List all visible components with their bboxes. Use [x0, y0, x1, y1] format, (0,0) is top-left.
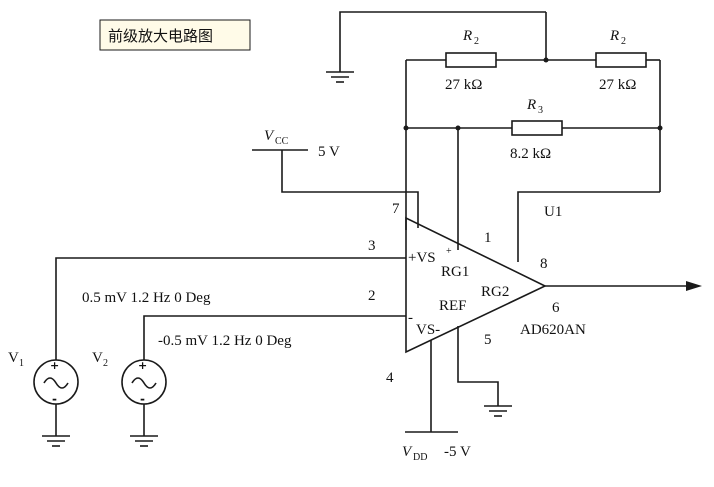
resistor-r3 — [511, 120, 563, 136]
v2-source: + - — [121, 359, 167, 406]
pin-label-rg1: RG1 — [441, 264, 469, 280]
pin-label-rg2: RG2 — [481, 284, 509, 300]
diagram-title: 前级放大电路图 — [108, 27, 213, 45]
pin-2: 2 — [368, 288, 376, 304]
amp-part-number: AD620AN — [520, 322, 586, 338]
v1-source: + - — [33, 359, 79, 406]
pin-6: 6 — [552, 300, 560, 316]
vdd-supply — [405, 340, 458, 433]
vcc-sub: CC — [275, 136, 289, 147]
junction-r2 — [543, 57, 549, 63]
v1-plus-mark: + — [50, 359, 59, 372]
rg2-wire — [517, 191, 660, 262]
ground-symbol-ref — [484, 405, 512, 417]
vcc-name: V — [264, 128, 275, 144]
r2-left-value: 27 kΩ — [445, 77, 482, 93]
v2-sub: 2 — [103, 358, 108, 369]
v2-minus-mark: - — [140, 392, 145, 406]
pin-label-vs-minus: VS- — [416, 322, 440, 338]
pin-7: 7 — [392, 201, 400, 217]
minus-mark: - — [408, 310, 413, 326]
r3-name: R — [526, 97, 536, 113]
vs-plus-superscript: + — [446, 246, 452, 257]
pin-label-vs-plus: +VS — [408, 250, 436, 266]
ground-symbol-v1 — [42, 435, 70, 447]
v2-plus-mark: + — [138, 359, 147, 372]
pin-label-ref: REF — [439, 298, 467, 314]
resistor-r2-right — [595, 52, 647, 68]
vcc-supply — [252, 149, 419, 228]
v2-wire — [143, 315, 406, 436]
r3-sub: 3 — [538, 105, 543, 116]
title-box: 前级放大电路图 — [99, 19, 251, 51]
pin-5: 5 — [484, 332, 492, 348]
amp-ref-u1: U1 — [544, 204, 562, 220]
r2-right-sub: 2 — [621, 36, 626, 47]
vdd-value: -5 V — [444, 444, 471, 460]
vdd-name: V — [402, 444, 413, 460]
ref-ground-wire — [457, 326, 499, 406]
ground-symbol-v2 — [130, 435, 158, 447]
ad620-amplifier — [405, 216, 547, 354]
v1-wire — [55, 257, 406, 436]
vdd-sub: DD — [413, 452, 427, 463]
v1-name: V — [8, 350, 19, 366]
v2-name: V — [92, 350, 103, 366]
r2-right-value: 27 kΩ — [599, 77, 636, 93]
v2-spec: -0.5 mV 1.2 Hz 0 Deg — [158, 333, 292, 349]
junction-r3-mid — [455, 125, 461, 131]
resistor-r2-left — [445, 52, 497, 68]
r2-left-sub: 2 — [474, 36, 479, 47]
junction-r3-left — [403, 125, 409, 131]
v1-sub: 1 — [19, 358, 24, 369]
output-arrow — [545, 281, 702, 291]
r2-left-name: R — [462, 28, 472, 44]
r3-value: 8.2 kΩ — [510, 146, 551, 162]
r2-right-name: R — [609, 28, 619, 44]
pin-4: 4 — [386, 370, 394, 386]
pin-1: 1 — [484, 230, 492, 246]
v1-minus-mark: - — [52, 392, 57, 406]
v1-spec: 0.5 mV 1.2 Hz 0 Deg — [82, 290, 211, 306]
top-ground-wire — [339, 11, 547, 72]
junction-r3-right — [657, 125, 663, 131]
ground-symbol-top — [326, 71, 354, 83]
vcc-value: 5 V — [318, 144, 340, 160]
pin-8: 8 — [540, 256, 548, 272]
pin-3: 3 — [368, 238, 376, 254]
